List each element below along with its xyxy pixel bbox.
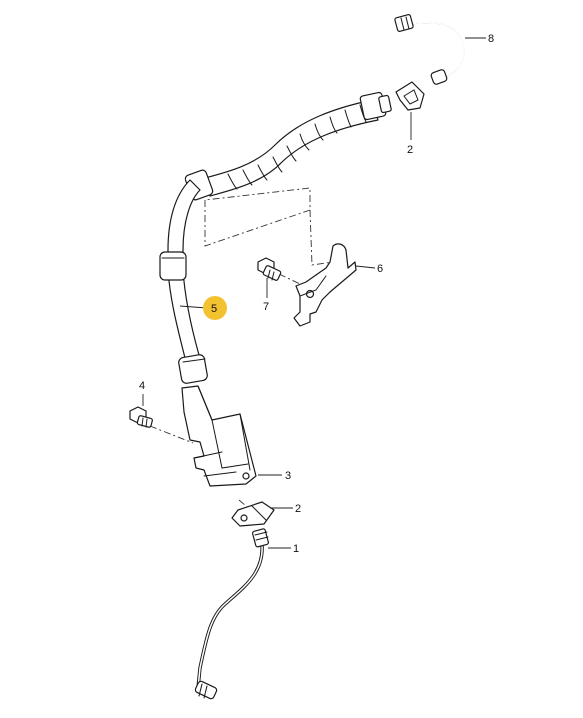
callout-7[interactable]: 7 xyxy=(263,301,269,313)
retaining-clip-upper[interactable] xyxy=(395,81,425,111)
callout-1[interactable]: 1 xyxy=(293,543,299,555)
bolt-7[interactable] xyxy=(257,257,282,281)
callout-8[interactable]: 8 xyxy=(488,33,494,45)
brake-line-upper[interactable] xyxy=(394,14,465,85)
callout-labels: 8 2 6 7 5 4 3 2 1 xyxy=(139,33,494,555)
callout-2-upper[interactable]: 2 xyxy=(407,144,413,156)
mounting-bracket-6[interactable] xyxy=(293,243,357,327)
bolt-4[interactable] xyxy=(129,406,153,428)
callout-leaders xyxy=(142,37,486,549)
hose-bracket-3[interactable] xyxy=(181,385,257,487)
callout-5[interactable]: 5 xyxy=(211,303,217,315)
brake-hose-main[interactable] xyxy=(159,91,392,384)
callout-6[interactable]: 6 xyxy=(377,263,383,275)
retaining-clip-lower[interactable] xyxy=(231,501,275,527)
callout-2-lower[interactable]: 2 xyxy=(295,503,301,515)
callout-4[interactable]: 4 xyxy=(139,380,145,392)
brake-line-lower[interactable] xyxy=(194,528,269,700)
callout-3[interactable]: 3 xyxy=(285,470,291,482)
highlight-marker xyxy=(203,296,227,320)
